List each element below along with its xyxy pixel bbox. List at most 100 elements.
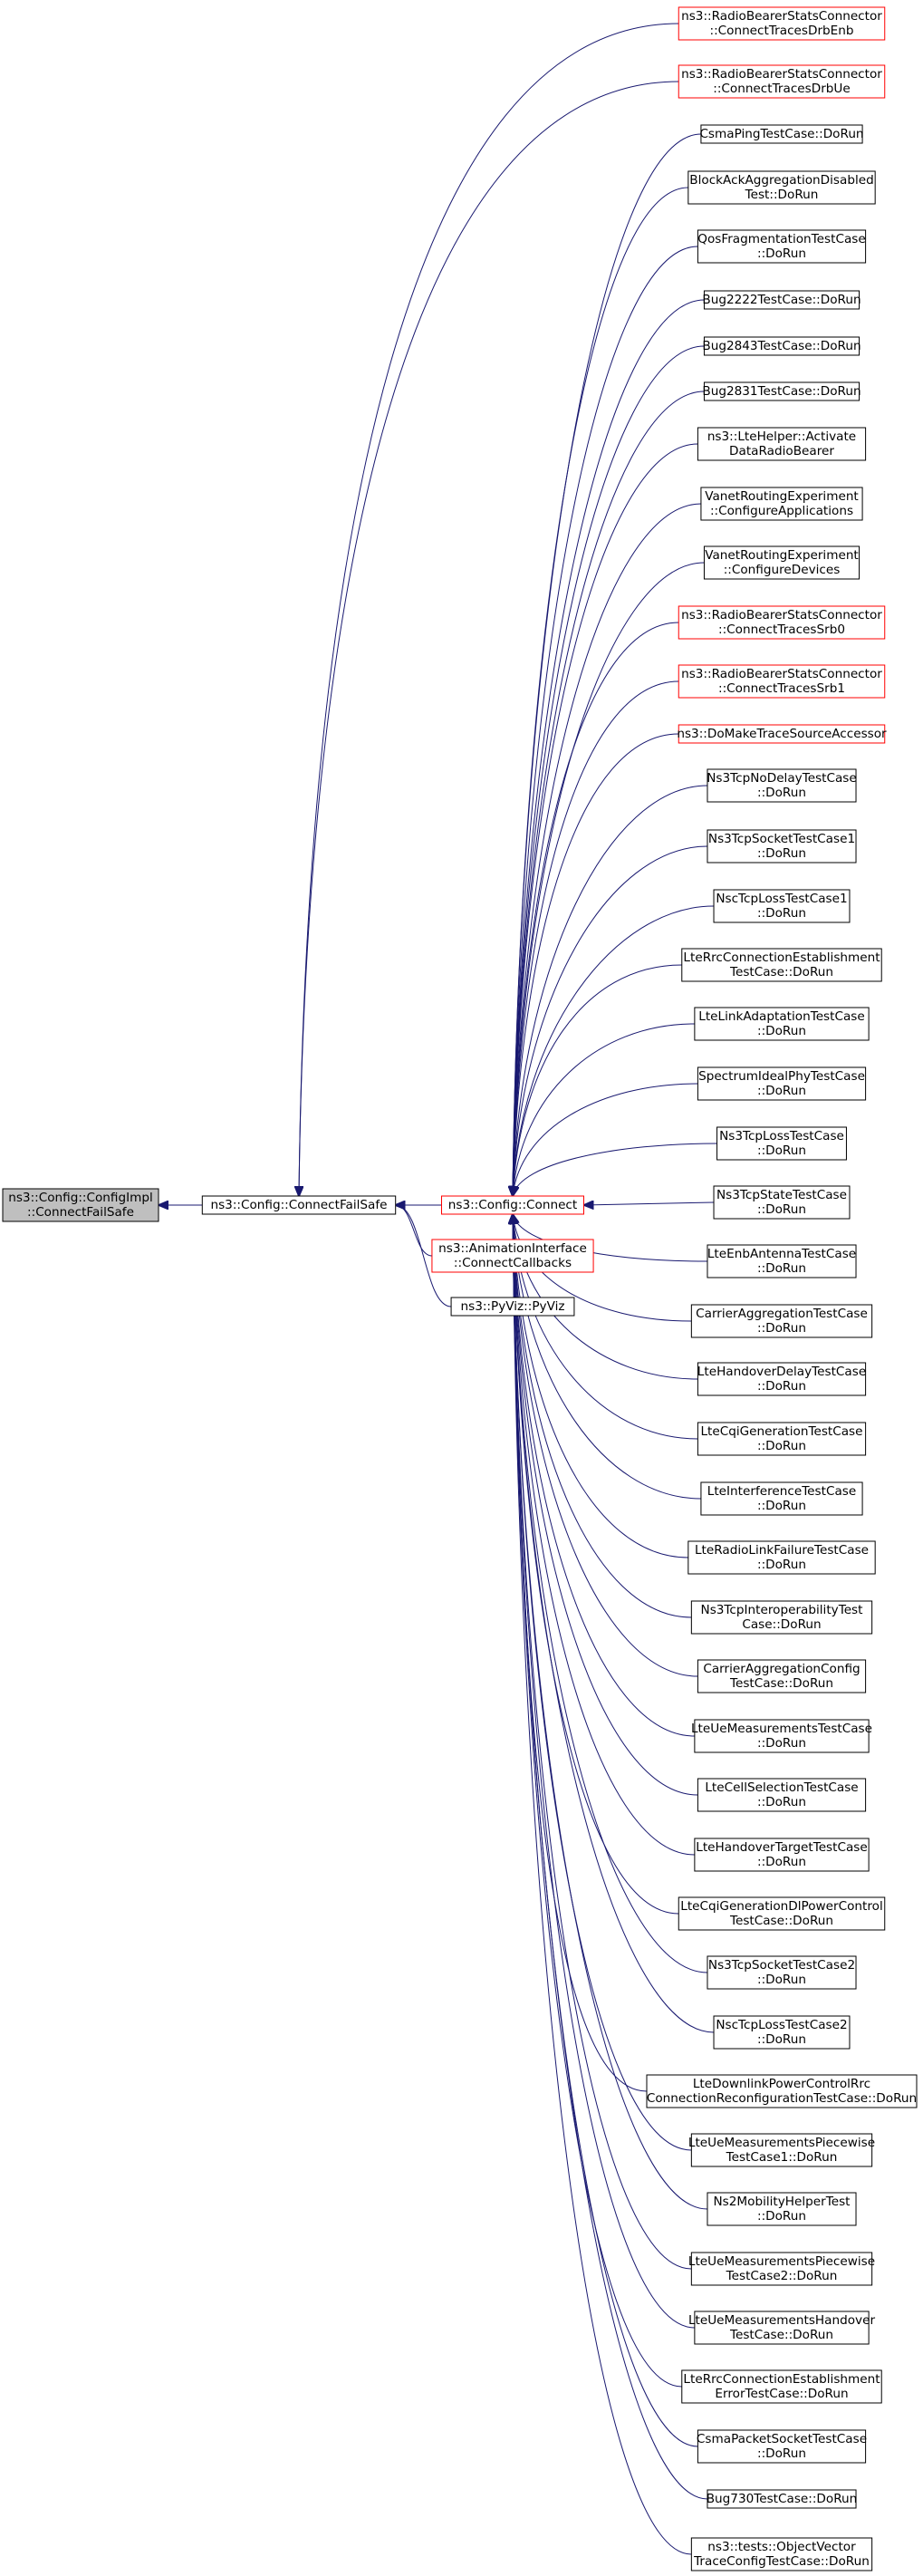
caller-node[interactable]: LteUeMeasurementsTestCase::DoRun xyxy=(691,1719,872,1753)
node-box xyxy=(707,2489,857,2509)
caller-node[interactable]: LteRrcConnectionEstablishmentErrorTestCa… xyxy=(681,2369,882,2404)
node-label: ns3::RadioBearerStatsConnector xyxy=(681,667,882,681)
caller-node[interactable]: Bug2843TestCase::DoRun xyxy=(702,336,861,356)
node-animcallbacks[interactable]: ns3::AnimationInterface::ConnectCallback… xyxy=(431,1239,594,1273)
node-label: ns3::DoMakeTraceSourceAccessor xyxy=(677,727,887,741)
node-label: ::DoRun xyxy=(757,1379,806,1394)
caller-node[interactable]: Ns3TcpStateTestCase::DoRun xyxy=(713,1185,851,1220)
caller-node[interactable]: ns3::tests::ObjectVectorTraceConfigTestC… xyxy=(690,2537,873,2571)
caller-node[interactable]: Bug2222TestCase::DoRun xyxy=(702,290,861,310)
caller-node[interactable]: ns3::DoMakeTraceSourceAccessor xyxy=(677,724,887,744)
node-box xyxy=(646,2074,918,2108)
edge-caller-to-connect xyxy=(584,1202,715,1205)
edge-caller-to-connect xyxy=(513,1214,695,1856)
node-label: Test::DoRun xyxy=(745,188,819,202)
node-label: CsmaPingTestCase::DoRun xyxy=(699,127,863,141)
node-box xyxy=(700,1481,863,1516)
caller-node[interactable]: Ns3TcpSocketTestCase1::DoRun xyxy=(707,829,857,863)
node-label: Ns3TcpLossTestCase xyxy=(719,1129,844,1143)
node-label: SpectrumIdealPhyTestCase xyxy=(698,1069,865,1084)
edge-caller-to-connect xyxy=(513,1214,695,1737)
caller-node[interactable]: CsmaPacketSocketTestCase::DoRun xyxy=(697,2429,867,2464)
caller-node[interactable]: Bug2831TestCase::DoRun xyxy=(702,381,861,401)
caller-node[interactable]: LteCqiGenerationDlPowerControlTestCase::… xyxy=(678,1896,886,1931)
caller-node[interactable]: LteHandoverTargetTestCase::DoRun xyxy=(694,1838,870,1872)
edge-caller-to-connect xyxy=(513,905,715,1196)
caller-node[interactable]: ns3::RadioBearerStatsConnector::ConnectT… xyxy=(678,605,886,640)
node-box xyxy=(681,948,882,982)
node-label: LteCqiGenerationTestCase xyxy=(700,1424,862,1439)
node-label: ns3::tests::ObjectVector xyxy=(707,2540,856,2554)
node-label: VanetRoutingExperiment xyxy=(705,489,859,504)
caller-node[interactable]: LteRrcConnectionEstablishmentTestCase::D… xyxy=(681,948,882,982)
caller-node[interactable]: SpectrumIdealPhyTestCase::DoRun xyxy=(697,1066,867,1101)
node-box xyxy=(713,2015,851,2050)
caller-node[interactable]: ns3::RadioBearerStatsConnector::ConnectT… xyxy=(678,6,886,41)
node-label: ::DoRun xyxy=(757,2446,806,2461)
node-label: TraceConfigTestCase::DoRun xyxy=(693,2554,870,2569)
edge-animcallbacks-to-connectfailsafe xyxy=(396,1205,433,1257)
node-box xyxy=(697,229,867,264)
caller-node[interactable]: ns3::RadioBearerStatsConnector::ConnectT… xyxy=(678,64,886,99)
node-box xyxy=(713,889,851,923)
caller-node[interactable]: QosFragmentationTestCase::DoRun xyxy=(697,229,867,264)
caller-node[interactable]: ns3::RadioBearerStatsConnector::ConnectT… xyxy=(678,664,886,699)
caller-node[interactable]: LteDownlinkPowerControlRrcConnectionReco… xyxy=(646,2074,918,2108)
caller-node[interactable]: LteInterferenceTestCase::DoRun xyxy=(700,1481,863,1516)
caller-node[interactable]: CsmaPingTestCase::DoRun xyxy=(699,124,864,144)
edge-caller-to-connect xyxy=(513,1214,692,2555)
node-label: ::ConnectCallbacks xyxy=(454,1256,572,1270)
caller-node[interactable]: VanetRoutingExperiment::ConfigureApplica… xyxy=(700,487,863,521)
node-label: ::DoRun xyxy=(757,786,806,800)
caller-node[interactable]: Bug730TestCase::DoRun xyxy=(707,2489,858,2509)
caller-node[interactable]: LteCqiGenerationTestCase::DoRun xyxy=(697,1422,867,1456)
caller-node[interactable]: LteEnbAntennaTestCase::DoRun xyxy=(707,1244,857,1278)
edge-caller-to-connect xyxy=(513,1214,695,2329)
caller-node[interactable]: LteLinkAdaptationTestCase::DoRun xyxy=(694,1007,870,1041)
node-box xyxy=(707,2192,857,2226)
node-label: Ns3TcpInteroperabilityTest xyxy=(701,1603,863,1617)
edge-caller-to-connect xyxy=(513,622,679,1196)
caller-node[interactable]: VanetRoutingExperiment::ConfigureDevices xyxy=(703,545,861,580)
caller-node[interactable]: Ns2MobilityHelperTest::DoRun xyxy=(707,2192,857,2226)
node-label: LteCqiGenerationDlPowerControl xyxy=(680,1899,882,1914)
node-box xyxy=(690,2252,873,2286)
caller-node[interactable]: LteRadioLinkFailureTestCase::DoRun xyxy=(687,1540,876,1575)
caller-node[interactable]: LteCellSelectionTestCase::DoRun xyxy=(697,1778,867,1812)
node-label: LteRrcConnectionEstablishment xyxy=(683,950,880,965)
node-label: LteRadioLinkFailureTestCase xyxy=(695,1543,869,1558)
node-label: ns3::Config::ConnectFailSafe xyxy=(210,1198,387,1212)
caller-node[interactable]: LteUeMeasurementsPiecewiseTestCase2::DoR… xyxy=(688,2252,875,2286)
edge-caller-to-connect xyxy=(513,299,705,1196)
node-label: ::ConfigureApplications xyxy=(710,504,853,518)
node-box xyxy=(694,2311,870,2345)
node-connectfailsafe[interactable]: ns3::Config::ConnectFailSafe xyxy=(201,1195,397,1215)
edge-caller-to-connect xyxy=(513,1214,715,2033)
caller-node[interactable]: NscTcpLossTestCase2::DoRun xyxy=(713,2015,851,2050)
caller-node[interactable]: LteUeMeasurementsPiecewiseTestCase1::DoR… xyxy=(688,2133,875,2167)
node-label: CsmaPacketSocketTestCase xyxy=(697,2432,867,2446)
caller-node[interactable]: Ns3TcpSocketTestCase2::DoRun xyxy=(707,1955,857,1990)
caller-node[interactable]: Ns3TcpLossTestCase::DoRun xyxy=(716,1126,847,1161)
node-connect[interactable]: ns3::Config::Connect xyxy=(441,1195,584,1215)
node-box xyxy=(678,1896,886,1931)
edge-caller-to-connect xyxy=(513,1214,692,2270)
node-label: ::DoRun xyxy=(757,1143,806,1158)
node-label: ::ConfigureDevices xyxy=(724,563,841,577)
node-box xyxy=(690,2537,873,2571)
root-node-connect-fail-safe-impl[interactable]: ns3::Config::ConfigImpl::ConnectFailSafe xyxy=(2,1188,159,1222)
caller-node[interactable]: Ns3TcpNoDelayTestCase::DoRun xyxy=(707,768,857,803)
node-label: ::DoRun xyxy=(757,1855,806,1869)
node-pyviz[interactable]: ns3::PyViz::PyViz xyxy=(450,1297,575,1317)
caller-node[interactable]: CarrierAggregationTestCase::DoRun xyxy=(690,1304,873,1338)
caller-node[interactable]: NscTcpLossTestCase1::DoRun xyxy=(713,889,851,923)
edge-caller-to-connect xyxy=(513,1023,695,1196)
caller-node[interactable]: LteHandoverDelayTestCase::DoRun xyxy=(697,1362,866,1396)
node-box xyxy=(697,1422,867,1456)
node-box xyxy=(694,1007,870,1041)
